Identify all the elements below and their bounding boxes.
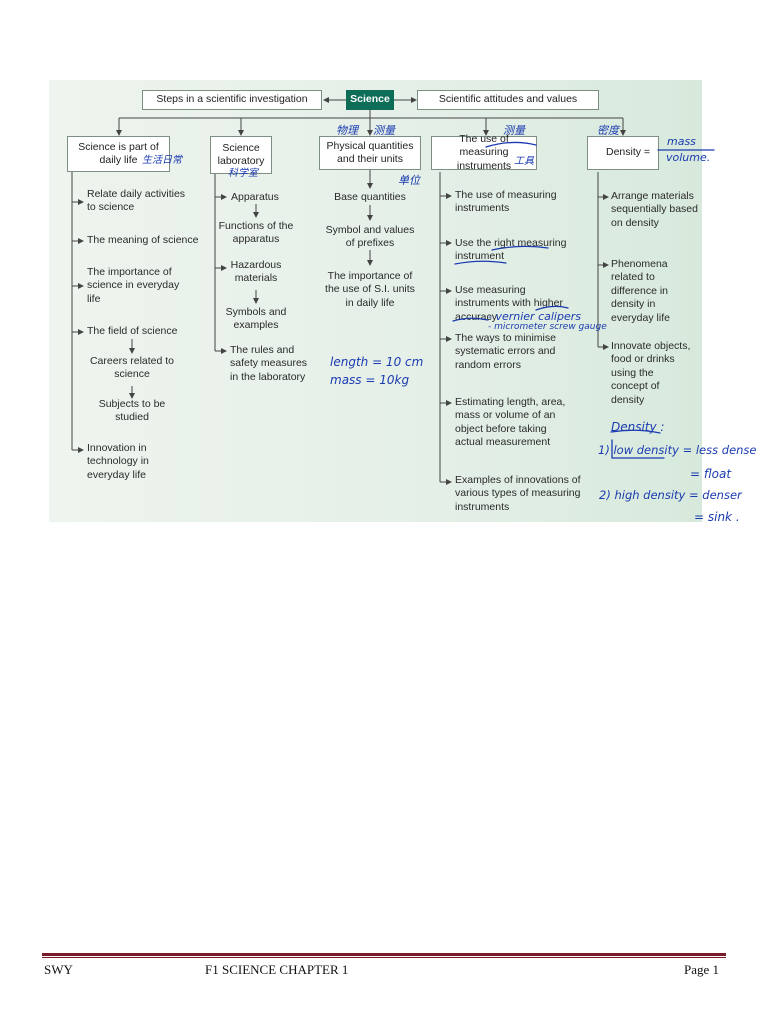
handwritten-note: 生活日常 xyxy=(142,155,182,166)
attitudes-label: Scientific attitudes and values xyxy=(438,93,578,106)
list-item: Innovate objects, food or drinks using t… xyxy=(611,340,691,406)
header-measuring: The use of measuring instruments xyxy=(431,133,537,172)
handwritten-note: mass = 10kg xyxy=(330,373,410,387)
steps-label: Steps in a scientific investigation xyxy=(156,93,308,106)
handwritten-note: volume. xyxy=(666,151,711,164)
steps-box: Steps in a scientific investigation xyxy=(142,90,322,110)
list-item: Careers related to science xyxy=(89,355,175,381)
handwritten-note: = float xyxy=(690,467,732,481)
handwritten-note: 1) low density = less dense xyxy=(598,443,757,457)
handwritten-note: mass xyxy=(667,135,696,148)
list-item: The ways to minimise systematic errors a… xyxy=(455,332,556,371)
handwritten-note: 单位 xyxy=(398,174,420,187)
attitudes-box: Scientific attitudes and values xyxy=(417,90,599,110)
list-item: Hazardous materials xyxy=(230,259,282,285)
list-item: Symbol and values of prefixes xyxy=(325,224,415,250)
header-lab: Science laboratory xyxy=(210,136,272,174)
list-item: Arrange materials sequentially based on … xyxy=(611,190,698,229)
list-item: Base quantities xyxy=(334,191,406,203)
connector-lines xyxy=(71,97,626,485)
footer-center: F1 SCIENCE CHAPTER 1 xyxy=(205,962,349,977)
header-physical-label: Physical quantities and their units xyxy=(326,139,414,165)
header-density-label: Density = xyxy=(606,146,651,159)
list-item: Use the right measuring instrument xyxy=(455,237,567,263)
handwritten-note: = sink . xyxy=(694,510,740,524)
handwritten-note: 物理 xyxy=(336,124,358,137)
list-item: Symbols and examples xyxy=(225,306,287,332)
handwritten-note: 密度 xyxy=(597,124,619,137)
list-item: The use of measuring instruments xyxy=(455,189,557,215)
list-item: Apparatus xyxy=(231,191,279,203)
handwritten-note: Density : xyxy=(611,420,665,434)
footer-rule-thin xyxy=(42,957,726,958)
handwritten-note: - micrometer screw gauge xyxy=(488,322,607,332)
list-item: The rules and safety measures in the lab… xyxy=(230,344,308,383)
handwritten-note: length = 10 cm xyxy=(330,355,424,369)
footer-rule xyxy=(42,953,726,956)
header-density: Density = xyxy=(587,136,659,170)
handwritten-note: 2) high density = denser xyxy=(599,488,742,502)
handwritten-note: 工具 xyxy=(514,156,534,167)
handwritten-note: 科学室 xyxy=(228,168,258,179)
list-item: Relate daily activities to science xyxy=(87,188,186,214)
list-item: Examples of innovations of various types… xyxy=(455,474,581,513)
list-item: The importance of science in everyday li… xyxy=(87,266,180,305)
list-item: Innovation in technology in everyday lif… xyxy=(87,442,149,481)
footer-left: SWY xyxy=(44,962,73,977)
list-item: The field of science xyxy=(87,325,178,337)
header-daily-life: Science is part of daily life xyxy=(67,136,170,172)
header-daily-life-label: Science is part of daily life xyxy=(78,140,159,166)
concept-map: Steps in a scientific investigation Scie… xyxy=(49,80,702,522)
list-item: Subjects to be studied xyxy=(98,398,166,424)
handwritten-note: - vernier calipers xyxy=(488,310,581,323)
list-item: Functions of the apparatus xyxy=(218,220,294,246)
list-item: The importance of the use of S.I. units … xyxy=(325,270,415,309)
science-box: Science xyxy=(346,90,394,110)
header-lab-label: Science laboratory xyxy=(217,141,265,167)
science-label: Science xyxy=(350,93,390,106)
header-physical: Physical quantities and their units xyxy=(319,136,421,170)
footer-page-number: Page 1 xyxy=(684,962,720,977)
list-item: The meaning of science xyxy=(87,234,199,246)
list-item: Estimating length, area, mass or volume … xyxy=(455,396,566,449)
handwritten-note: 测量 xyxy=(503,124,525,137)
handwritten-note: 测量 xyxy=(373,124,395,137)
list-item: Phenomena related to difference in densi… xyxy=(611,258,670,324)
